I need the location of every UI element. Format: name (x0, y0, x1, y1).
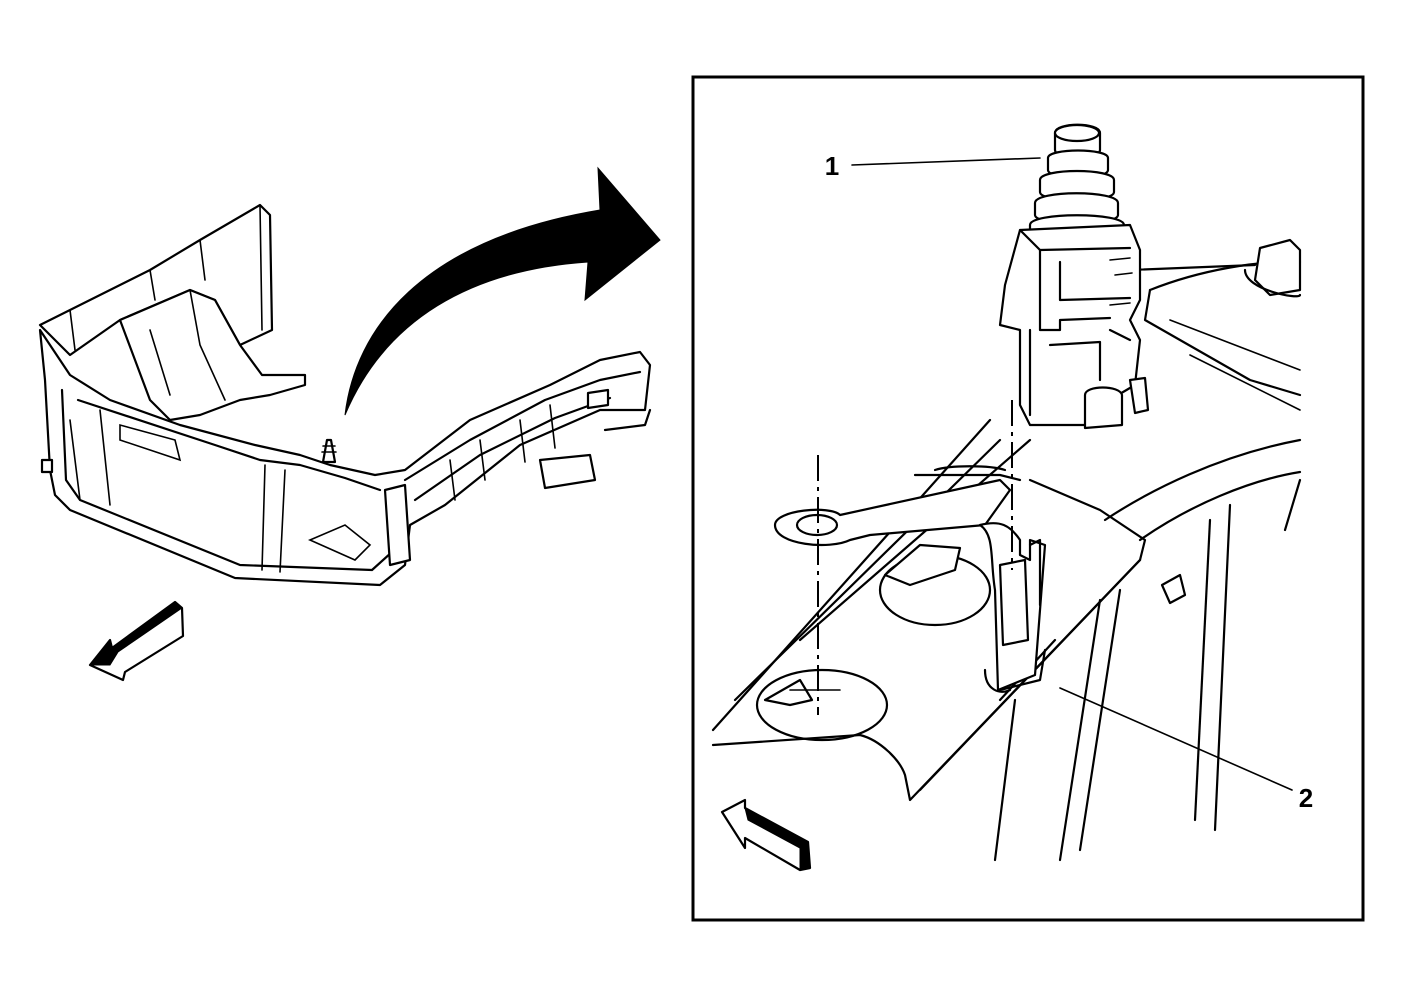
callout-leader-2 (1059, 687, 1293, 791)
detail-frame (691, 75, 1365, 922)
callout-label-2: 2 (1299, 783, 1313, 813)
detail-reference-arrow (344, 166, 661, 416)
detail-view: 1 2 (691, 75, 1365, 922)
overview-assembly (38, 203, 652, 587)
front-direction-arrow-left (88, 600, 185, 682)
callout-label-1: 1 (825, 151, 839, 181)
switch-component (998, 123, 1150, 430)
callout-leader-1 (851, 157, 1041, 166)
front-direction-arrow-detail (720, 798, 812, 872)
